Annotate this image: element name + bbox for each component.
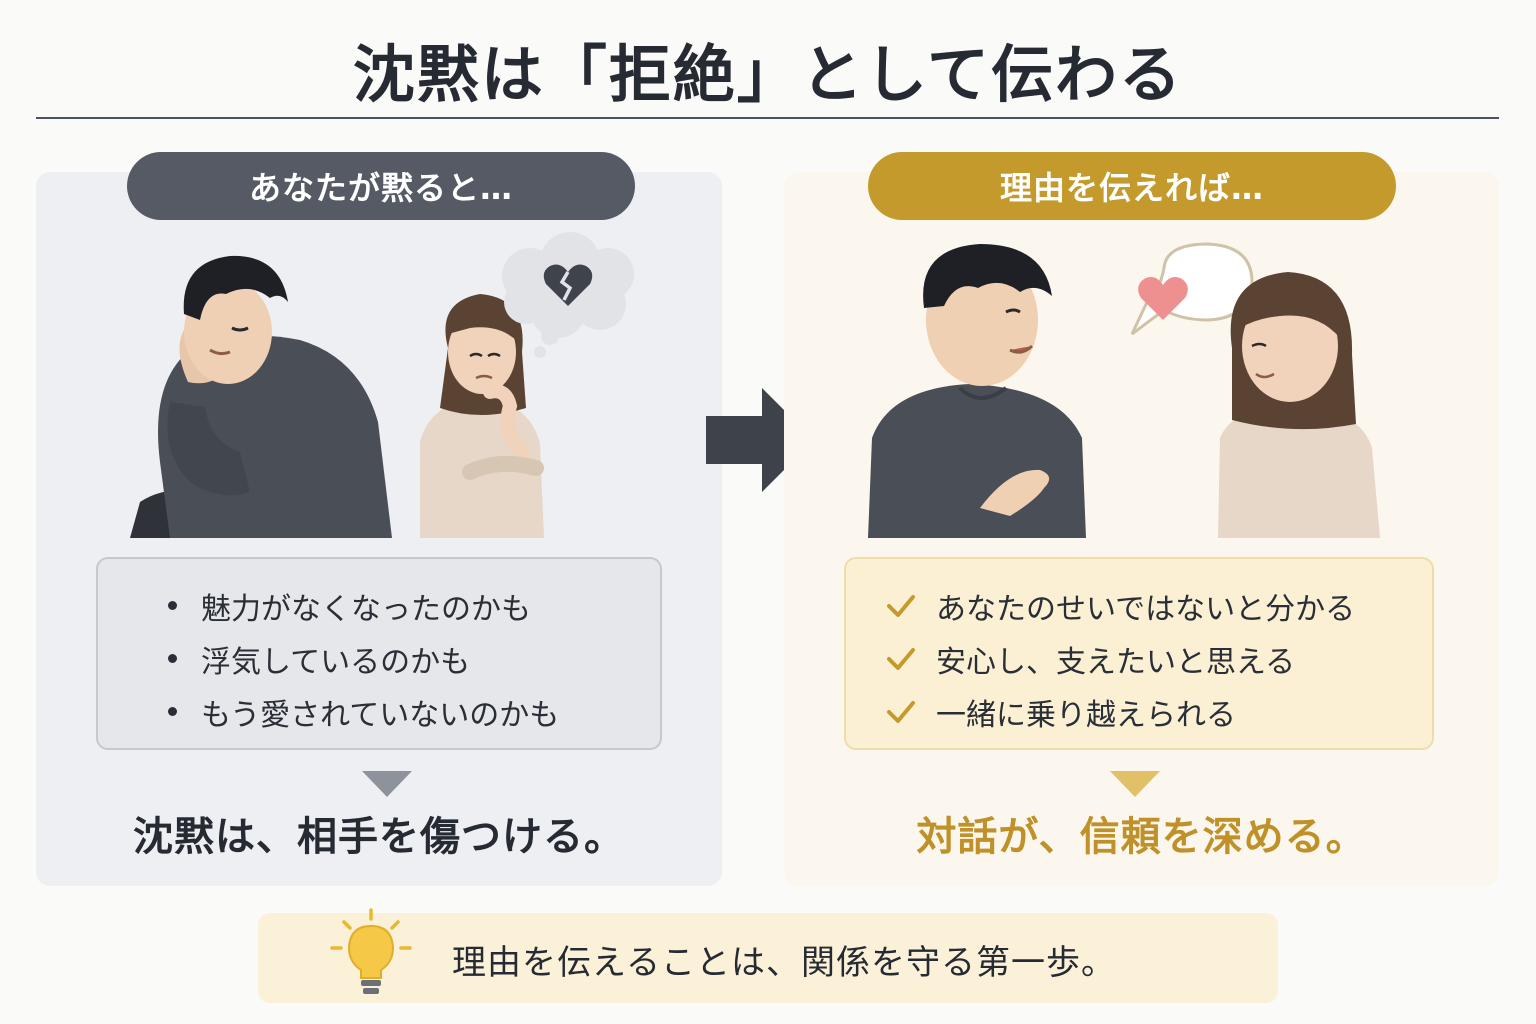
list-item: あなたのせいではないと分かる [886, 579, 1432, 632]
triangle-down-icon [362, 771, 412, 797]
list-item: 魅力がなくなったのかも [168, 579, 660, 632]
footer-message: 理由を伝えることは、関係を守る第一歩。 [452, 943, 1116, 983]
list-item: 浮気しているのかも [168, 632, 660, 685]
list-item: 一緒に乗り越えられる [886, 685, 1432, 738]
bullet-icon [168, 601, 177, 610]
talking-couple-illustration [868, 242, 1380, 538]
silent-couple-illustration [130, 232, 634, 538]
dialogue-benefits-list: あなたのせいではないと分かる 安心し、支えたいと思える 一緒に乗り越えられる [844, 557, 1434, 750]
silence-thoughts-list: 魅力がなくなったのかも 浮気しているのかも もう愛されていないのかも [96, 557, 662, 750]
lightbulb-icon [330, 908, 412, 994]
silence-conclusion: 沈黙は、相手を傷つける。 [133, 814, 625, 860]
list-item: もう愛されていないのかも [168, 685, 660, 738]
check-icon [887, 594, 915, 617]
dialogue-heading: 理由を伝えれば… [868, 152, 1396, 220]
heart-icon [1138, 277, 1188, 320]
check-icon [887, 647, 915, 670]
silence-heading: あなたが黙ると… [127, 152, 635, 220]
bullet-icon [168, 707, 177, 716]
dialogue-conclusion: 対話が、信頼を深める。 [916, 814, 1367, 860]
footer-callout [258, 913, 1278, 1003]
broken-heart-icon [543, 264, 593, 306]
bullet-icon [168, 654, 177, 663]
title-divider [36, 117, 1499, 119]
page-title: 沈黙は「拒絶」として伝わる [352, 38, 1184, 111]
check-icon [887, 700, 915, 723]
triangle-down-icon [1110, 771, 1160, 797]
list-item: 安心し、支えたいと思える [886, 632, 1432, 685]
